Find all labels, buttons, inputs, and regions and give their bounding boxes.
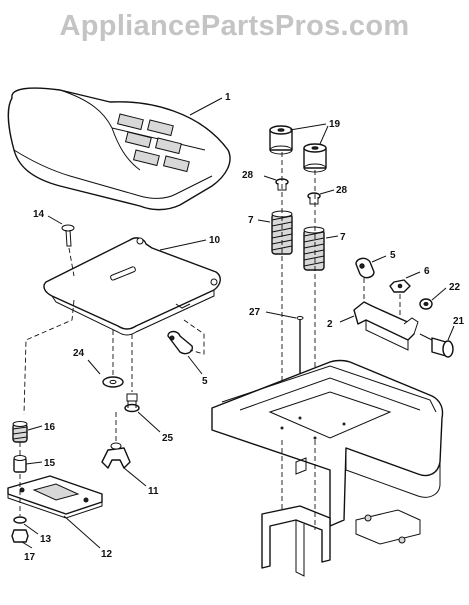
spring-7-right (303, 226, 325, 271)
callout-6: 6 (424, 266, 430, 277)
callout-2: 2 (327, 319, 333, 330)
callout-14: 14 (33, 209, 45, 220)
nut-6 (389, 279, 411, 293)
clip-5-right (355, 257, 375, 279)
watermark: AppliancePartsPros.com (59, 10, 410, 42)
spring-16 (12, 421, 28, 443)
callout-16: 16 (44, 422, 56, 433)
callout-22: 22 (449, 282, 461, 293)
leader-7-left (257, 219, 271, 223)
callout-10: 10 (209, 235, 221, 246)
leader-11 (123, 467, 147, 487)
seat-pan (43, 237, 221, 336)
knob-11 (101, 442, 131, 469)
leader-17 (21, 541, 33, 549)
callout-24: 24 (73, 348, 85, 359)
bumper-19-left (269, 125, 293, 155)
callout-28-left: 28 (242, 170, 254, 181)
leader-27 (265, 311, 297, 319)
nut-17 (11, 529, 29, 543)
leader-19b (319, 125, 329, 145)
dash-14 (68, 247, 75, 277)
spacer-28-left (275, 178, 289, 191)
leader-7-right (325, 235, 339, 239)
leader-21 (447, 325, 455, 341)
leader-12 (63, 515, 101, 549)
callout-19: 19 (329, 119, 341, 130)
spacer-28-right (307, 192, 321, 205)
dash-left-column (23, 299, 75, 415)
washer-24 (102, 376, 124, 388)
bumper-19-right (303, 143, 327, 173)
fender (211, 359, 444, 527)
track-plate-12 (7, 475, 103, 519)
leader-10 (159, 239, 207, 251)
washer-22 (419, 298, 433, 310)
leader-28-left (263, 175, 277, 181)
callout-15: 15 (44, 458, 56, 469)
bushing-15 (13, 455, 27, 473)
bolt-21 (419, 333, 454, 358)
leader-5-right (371, 255, 387, 263)
callout-27: 27 (249, 307, 261, 318)
leader-13 (23, 523, 39, 535)
leader-24 (87, 359, 101, 375)
leader-1 (189, 97, 223, 116)
callout-28-right: 28 (336, 185, 348, 196)
bracket-2 (353, 301, 419, 351)
callout-17: 17 (24, 552, 36, 563)
washer-13 (13, 516, 27, 524)
callout-7-left: 7 (248, 215, 254, 226)
dash-5-left (183, 319, 205, 355)
leader-19a (289, 123, 327, 131)
clip-5-left (167, 330, 193, 355)
callout-11: 11 (148, 486, 159, 497)
leader-6 (405, 271, 421, 279)
frame-legs (261, 505, 421, 577)
callout-12: 12 (101, 549, 113, 560)
callout-7-right: 7 (340, 232, 346, 243)
bolt-25 (124, 393, 140, 413)
callout-5-left: 5 (202, 376, 208, 387)
bolt-14 (61, 224, 75, 247)
leader-15 (25, 461, 43, 465)
callout-5-right: 5 (390, 250, 396, 261)
callout-25: 25 (162, 433, 174, 444)
callout-1: 1 (225, 92, 231, 103)
seat (7, 87, 231, 211)
leader-22 (431, 287, 447, 301)
callout-13: 13 (40, 534, 52, 545)
leader-14 (47, 215, 63, 225)
leader-25 (137, 411, 161, 433)
leader-2 (339, 315, 355, 323)
leader-28-right (319, 189, 335, 195)
leader-5-left (187, 355, 203, 375)
leader-16 (27, 425, 43, 431)
callout-21: 21 (453, 316, 465, 327)
